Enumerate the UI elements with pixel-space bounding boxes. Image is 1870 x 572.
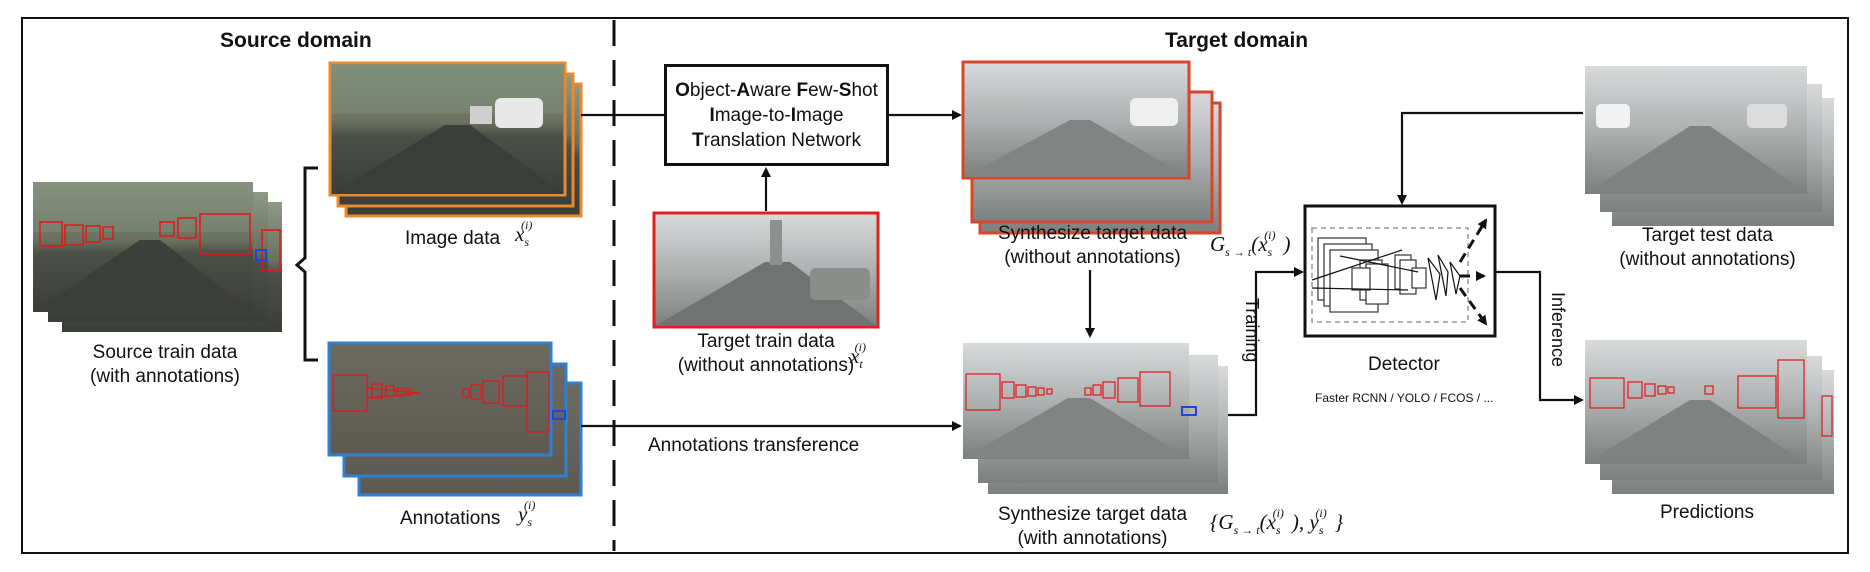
network-line-3: Translation Network <box>692 129 861 151</box>
translation-network-box: Object-Aware Few-Shot Image-to-Image Tra… <box>664 64 889 166</box>
arrow-training <box>1228 267 1304 417</box>
image-data-label: Image data <box>405 228 501 249</box>
detector-models-label: Faster RCNN / YOLO / FCOS / ... <box>1315 391 1494 405</box>
target-domain-heading: Target domain <box>1165 29 1309 52</box>
source-brace <box>294 166 318 362</box>
detector-box <box>1303 204 1497 338</box>
image-data-symbol: xs(i) <box>515 218 533 250</box>
synth-with-ann-stack <box>963 343 1228 494</box>
training-label: Training <box>1242 298 1262 363</box>
predictions-label: Predictions <box>1660 502 1754 523</box>
annotations-label: Annotations <box>400 508 501 529</box>
synth-no-ann-label: Synthesize target data(without annotatio… <box>997 223 1188 268</box>
synth-with-ann-symbol: {Gs → t(xs(i)), ys(i)} <box>1210 506 1344 538</box>
target-train-image <box>652 211 880 329</box>
target-test-label: Target test data(without annotations) <box>1619 225 1796 270</box>
source-domain-heading: Source domain <box>220 29 372 52</box>
arrow-test-to-detector <box>1397 111 1583 205</box>
image-data-stack <box>328 61 583 218</box>
predictions-stack <box>1585 340 1834 494</box>
network-line-1: Object-Aware Few-Shot <box>675 79 878 101</box>
detector-label: Detector <box>1368 354 1440 375</box>
inference-label: Inference <box>1548 292 1568 368</box>
synth-with-ann-label: Synthesize target data(with annotations) <box>997 504 1188 549</box>
source-train-label: Source train data(with annotations) <box>90 342 240 387</box>
outer-frame <box>21 17 1849 554</box>
source-train-stack <box>33 182 282 332</box>
annotations-transference-label: Annotations transference <box>648 435 860 456</box>
network-line-2: Image-to-Image <box>709 104 844 126</box>
target-train-symbol: xt(i) <box>850 340 866 372</box>
annotations-symbol: ys(i) <box>518 498 536 530</box>
synth-no-ann-stack <box>961 60 1222 235</box>
target-test-stack <box>1585 66 1834 226</box>
synth-no-ann-symbol: Gs → t(xs(i)) <box>1210 228 1291 260</box>
target-train-label: Target train data(without annotations) <box>677 331 855 376</box>
annotations-stack <box>327 341 583 497</box>
arrow-inference <box>1495 270 1584 405</box>
